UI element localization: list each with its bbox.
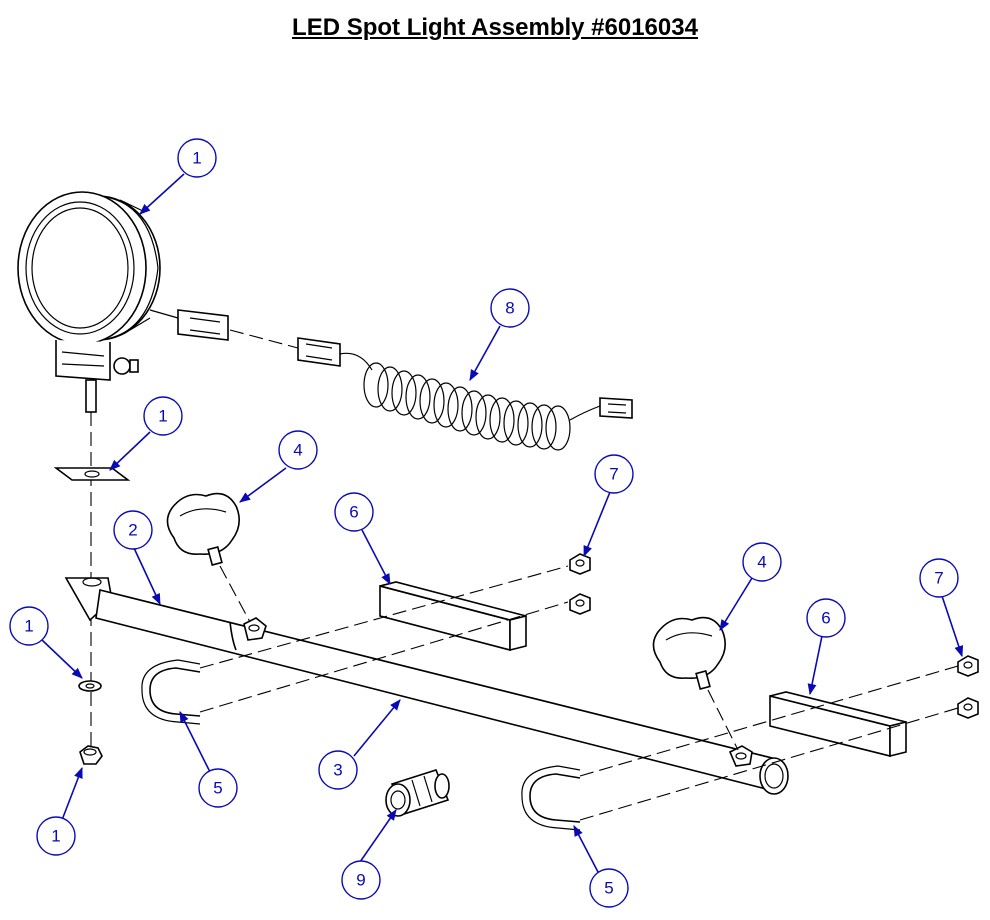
callout-6-left: 6 [334, 492, 374, 532]
svg-text:4: 4 [757, 553, 766, 572]
svg-text:5: 5 [213, 779, 222, 798]
star-knob-left [166, 492, 251, 623]
u-bolt-right [521, 665, 959, 831]
svg-text:8: 8 [505, 299, 514, 318]
callout-9: 9 [341, 860, 381, 900]
led-spot-light [17, 191, 229, 413]
page-title: LED Spot Light Assembly #6016034 [292, 14, 698, 41]
svg-text:1: 1 [51, 827, 60, 846]
callout-3: 3 [318, 750, 358, 790]
coiled-cord [229, 329, 633, 451]
callout-7-right: 7 [919, 558, 959, 598]
rubber-pad-right [769, 691, 907, 758]
callout-1-light: 1 [177, 138, 217, 178]
svg-text:4: 4 [293, 441, 302, 460]
mounting-tube [64, 577, 789, 795]
callout-2: 2 [113, 510, 153, 550]
callout-leaders [41, 173, 964, 873]
callout-1-nut: 1 [36, 816, 76, 856]
nylock-nuts [569, 553, 979, 719]
svg-text:1: 1 [192, 149, 201, 168]
callout-7-left: 7 [594, 454, 634, 494]
svg-text:2: 2 [128, 521, 137, 540]
callout-5-left: 5 [198, 768, 238, 808]
callout-5-right: 5 [589, 868, 629, 908]
callout-1-plate: 1 [143, 396, 183, 436]
svg-text:1: 1 [24, 617, 33, 636]
u-bolt-left [141, 565, 569, 725]
svg-text:5: 5 [604, 879, 613, 898]
callout-8: 8 [490, 288, 530, 328]
cord-grip [385, 769, 450, 817]
svg-text:1: 1 [158, 407, 167, 426]
callout-4-left: 4 [278, 430, 318, 470]
svg-text:3: 3 [333, 761, 342, 780]
svg-text:6: 6 [821, 609, 830, 628]
svg-text:6: 6 [349, 503, 358, 522]
svg-text:7: 7 [934, 569, 943, 588]
rubber-pad-left [379, 581, 527, 652]
svg-text:9: 9 [356, 871, 365, 890]
callout-1-washer: 1 [9, 606, 49, 646]
callout-4-right: 4 [742, 542, 782, 582]
svg-text:7: 7 [609, 465, 618, 484]
star-knob-right [652, 616, 739, 751]
callout-6-right: 6 [806, 598, 846, 638]
